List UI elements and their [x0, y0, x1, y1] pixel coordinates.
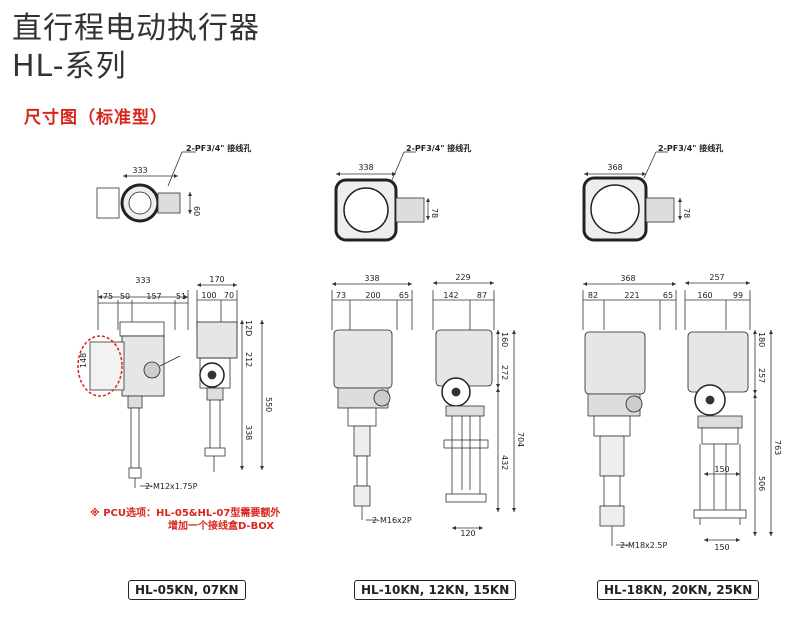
section-heading: 尺寸图（标准型）	[24, 108, 168, 128]
pcu-note-line2: 增加一个接线盒D-BOX	[168, 521, 275, 532]
g1-s157: 157	[146, 292, 161, 301]
g3-side-width: 368	[620, 274, 635, 283]
g1-thread: 2-M12x1.75P	[145, 482, 198, 491]
g2-thread: 2-M16x2P	[372, 516, 412, 525]
group-hl10-side-view	[331, 282, 413, 521]
page-title-line2: HL-系列	[12, 49, 127, 84]
pcu-option-note: ※ PCU选项：HL-05&HL-07型需要额外 增加一个接线盒D-BOX	[90, 507, 280, 533]
g2-h704: 704	[516, 432, 525, 447]
g2-top-height: 78	[430, 208, 439, 218]
model-label-hl10: HL-10KN, 12KN, 15KN	[354, 580, 517, 600]
g2-f87: 87	[477, 291, 487, 300]
g1-top-width: 333	[132, 166, 147, 175]
page-title-line1: 直行程电动执行器	[12, 11, 260, 46]
g2-h160: 160	[500, 332, 509, 347]
g3-f99: 99	[733, 291, 743, 300]
g3-h763: 763	[773, 440, 782, 455]
g2-h272: 272	[500, 365, 509, 380]
g3-h506: 506	[757, 476, 766, 491]
group-hl05-top-view	[96, 151, 196, 223]
group-hl18-front-view	[684, 281, 773, 542]
model-label-hl05: HL-05KN, 07KN	[128, 580, 246, 600]
g2-b120: 120	[460, 529, 475, 538]
g1-s75: 75	[103, 292, 113, 301]
g2-s65: 65	[399, 291, 409, 300]
g2-front-width: 229	[455, 273, 470, 282]
g3-top-height: 78	[682, 208, 691, 218]
group-hl05-front-view	[196, 283, 264, 472]
g3-f160: 160	[697, 291, 712, 300]
g2-side-width: 338	[364, 274, 379, 283]
g3-h257: 257	[757, 368, 766, 383]
g3-s221: 221	[624, 291, 639, 300]
model-label-hl18: HL-18KN, 20KN, 25KN	[597, 580, 760, 600]
g2-conduit-label: 2-PF3/4" 接线孔	[406, 143, 471, 153]
g3-s65: 65	[663, 291, 673, 300]
pcu-note-line1: ※ PCU选项：HL-05&HL-07型需要额外	[90, 508, 281, 519]
g3-b150b: 150	[714, 543, 729, 552]
g1-h550: 550	[264, 397, 273, 412]
group-hl18-top-view	[582, 151, 682, 242]
g1-front-width: 170	[209, 275, 224, 284]
g2-s200: 200	[365, 291, 380, 300]
g1-side-width: 333	[135, 276, 150, 285]
group-hl05-side-view	[77, 290, 189, 488]
g1-f70: 70	[224, 291, 234, 300]
g2-h432: 432	[500, 455, 509, 470]
g1-h212: 212	[244, 352, 253, 367]
g3-thread: 2-M18x2.5P	[620, 541, 668, 550]
g3-s82: 82	[588, 291, 598, 300]
g3-front-width: 257	[709, 273, 724, 282]
g1-s50: 50	[120, 292, 130, 301]
g1-h148: 148	[79, 353, 88, 368]
g3-b150a: 150	[714, 465, 729, 474]
g2-s73: 73	[336, 291, 346, 300]
g3-conduit-label: 2-PF3/4" 接线孔	[658, 143, 723, 153]
g1-conduit-label: 2-PF3/4" 接线孔	[186, 143, 251, 153]
g1-top-height: 60	[192, 206, 201, 216]
group-hl10-top-view	[334, 151, 430, 242]
group-hl10-front-view	[432, 281, 516, 530]
g2-top-width: 338	[358, 163, 373, 172]
g2-f142: 142	[443, 291, 458, 300]
g1-f100: 100	[201, 291, 216, 300]
g3-h180: 180	[757, 332, 766, 347]
group-hl18-side-view	[582, 282, 677, 546]
g3-top-width: 368	[607, 163, 622, 172]
g1-h12: 12D	[244, 320, 253, 336]
g1-h338: 338	[244, 425, 253, 440]
g1-s51: 51	[176, 292, 186, 301]
